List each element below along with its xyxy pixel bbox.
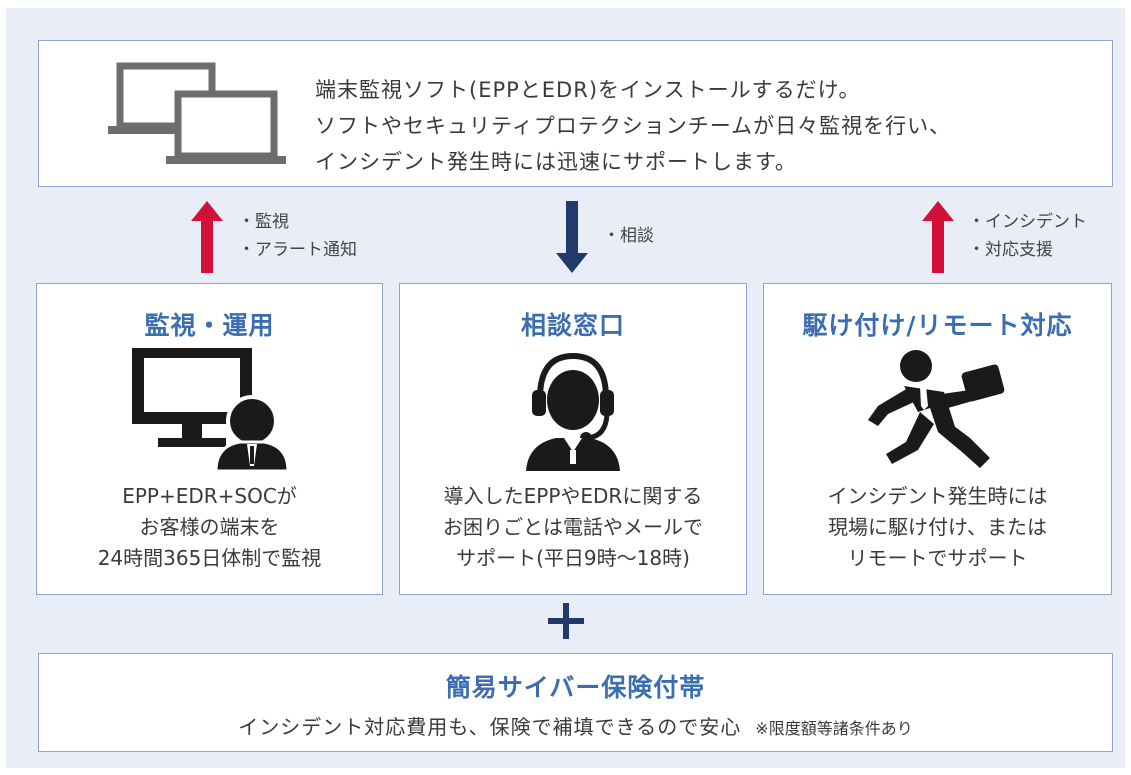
top-description: 端末監視ソフト(EPPとEDR)をインストールするだけ。 ソフトやセキュリティプ…: [315, 72, 951, 180]
card-consultation: 相談窓口 導入したEPPやEDRに関する お困りごとは電話やメールで サポート(…: [399, 283, 747, 595]
arrow-1-note-1: ・監視: [238, 212, 289, 232]
laptops-icon: [108, 62, 286, 164]
top-line-3: インシデント発生時には迅速にサポートします。: [315, 150, 797, 174]
arrow-3-note-2: ・対応支援: [968, 240, 1053, 260]
plus-icon: [548, 603, 584, 639]
bottom-note: ※限度額等諸条件あり: [755, 719, 913, 738]
arrow-3-note-1: ・インシデント: [968, 212, 1087, 232]
card-desc-line-1: インシデント発生時には: [827, 484, 1048, 508]
card-description: 導入したEPPやEDRに関する お困りごとは電話やメールで サポート(平日9時～…: [400, 481, 746, 574]
monitoring-operator-icon: [131, 348, 290, 471]
top-line-2: ソフトやセキュリティプロテクションチームが日々監視を行い、: [315, 114, 952, 138]
card-description: EPP+EDR+SOCが お客様の端末を 24時間365日体制で監視: [37, 481, 382, 574]
arrow-2-notes: ・相談: [603, 222, 654, 250]
card-desc-line-3: リモートでサポート: [847, 546, 1028, 570]
card-onsite-remote: 駆け付け/リモート対応 インシデント発生時には 現場に駆け付け、または リモート…: [763, 283, 1112, 595]
card-desc-line-1: EPP+EDR+SOCが: [122, 484, 297, 508]
up-arrow-icon: [191, 201, 223, 273]
bottom-main-text: インシデント対応費用も、保険で補填できるので安心: [238, 715, 742, 739]
arrow-2-note-1: ・相談: [603, 226, 654, 246]
arrow-3-notes: ・インシデント ・対応支援: [968, 208, 1087, 264]
card-desc-line-2: お客様の端末を: [139, 515, 280, 539]
card-desc-line-1: 導入したEPPやEDRに関する: [443, 484, 703, 508]
card-desc-line-3: サポート(平日9時～18時): [456, 546, 690, 570]
bottom-title: 簡易サイバー保険付帯: [445, 673, 706, 702]
card-description: インシデント発生時には 現場に駆け付け、または リモートでサポート: [764, 481, 1111, 574]
card-title: 駆け付け/リモート対応: [802, 311, 1073, 340]
down-arrow-icon: [556, 201, 588, 273]
top-line-1: 端末監視ソフト(EPPとEDR)をインストールするだけ。: [315, 78, 861, 102]
card-desc-line-3: 24時間365日体制で監視: [97, 546, 322, 570]
arrow-1-notes: ・監視 ・アラート通知: [238, 208, 357, 264]
bottom-text-row: インシデント対応費用も、保険で補填できるので安心 ※限度額等諸条件あり: [39, 711, 1112, 740]
card-title: 相談窓口: [520, 311, 625, 340]
card-desc-line-2: お困りごとは電話やメールで: [443, 515, 703, 539]
arrow-1-note-2: ・アラート通知: [238, 240, 357, 260]
card-monitoring: 監視・運用 EPP+EDR+SOCが お客様の端末を 24時間365日体制で監視: [36, 283, 383, 595]
running-businessman-icon: [867, 350, 1004, 468]
card-desc-line-2: 現場に駆け付け、または: [828, 515, 1047, 539]
up-arrow-icon: [922, 201, 954, 273]
headset-operator-icon: [526, 352, 620, 471]
card-title: 監視・運用: [144, 311, 275, 340]
bottom-insurance-box: 簡易サイバー保険付帯 インシデント対応費用も、保険で補填できるので安心 ※限度額等…: [38, 653, 1113, 752]
